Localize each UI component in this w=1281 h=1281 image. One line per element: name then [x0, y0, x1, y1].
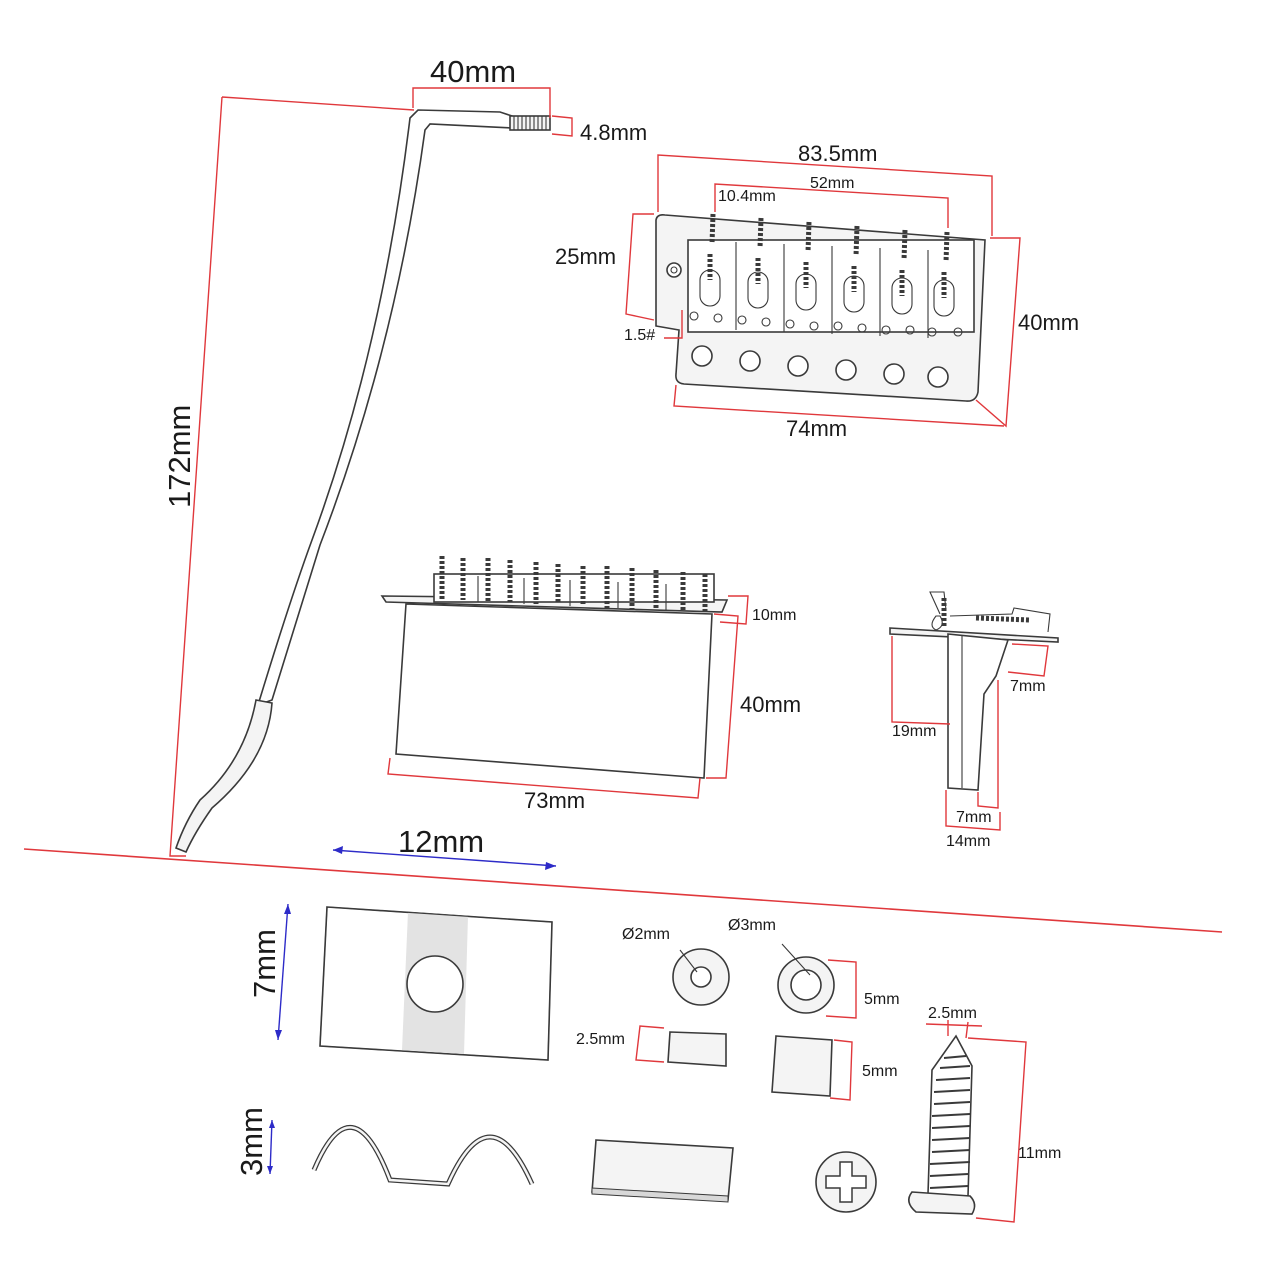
spacer-large-dimension [829, 1039, 853, 1101]
side-offset-label: 7mm [1010, 678, 1046, 695]
washer-height-label: 5mm [864, 991, 900, 1008]
plate-dimensions [267, 846, 557, 1175]
screw-head-label: 2.5mm [928, 1005, 977, 1022]
wood-screw [908, 1034, 976, 1215]
bridge-span-label: 52mm [810, 175, 854, 192]
screw-head-icon [815, 1151, 877, 1213]
side-view-dimensions [891, 636, 1049, 831]
arm-width-label: 40mm [430, 54, 516, 89]
saddle-screws-front [439, 556, 708, 612]
bridge-top-dimensions [625, 154, 1021, 428]
washer-large [777, 943, 835, 1014]
bridge-width-label: 83.5mm [798, 141, 877, 166]
arm-length-label: 172mm [162, 405, 197, 508]
bridge-height-label: 25mm [555, 244, 616, 269]
arm-dimensions [169, 87, 573, 857]
spacer-small [667, 1031, 727, 1067]
block-height-label: 40mm [740, 692, 801, 717]
arm-thread-label: 4.8mm [580, 120, 647, 145]
section-divider [23, 848, 1223, 933]
block-width-label: 73mm [524, 788, 585, 813]
string-holes [691, 345, 949, 388]
bridge-block-dimensions [387, 595, 749, 799]
side-bottom-small-label: 7mm [956, 809, 992, 826]
tremolo-block-insert [591, 1139, 734, 1203]
bridge-base-label: 74mm [786, 416, 847, 441]
plate-height-label: 7mm [247, 929, 282, 998]
saddle-row [687, 213, 975, 338]
washer-height-dimension [825, 959, 857, 1019]
spacer-large-label: 5mm [862, 1063, 898, 1080]
spacer-small-label: 2.5mm [576, 1031, 625, 1048]
washer-small-label: Ø2mm [622, 926, 670, 943]
bridge-depth-label: 40mm [1018, 310, 1079, 335]
washer-small [672, 948, 730, 1006]
spacer-large [771, 1035, 833, 1097]
washer-large-label: Ø3mm [728, 917, 776, 934]
arm-thread [509, 115, 551, 131]
bridge-top-view [655, 213, 986, 402]
saddle-spacing-label: 10.4mm [718, 188, 776, 205]
bridge-block-view [380, 556, 729, 779]
spring-height-label: 3mm [234, 1107, 269, 1176]
wave-spring [311, 1124, 535, 1187]
spacer-small-dimension [635, 1025, 665, 1063]
tremolo-arm [174, 109, 551, 854]
claw-plate [319, 906, 553, 1061]
block-top-height-label: 10mm [752, 607, 796, 624]
screw-dimensions [925, 1020, 1027, 1223]
side-bottom-label: 14mm [946, 833, 990, 850]
plate-width-label: 12mm [398, 824, 484, 859]
bridge-side-view [889, 591, 1059, 791]
hex-key-label: 1.5# [624, 327, 655, 344]
screw-length-label: 11mm [1018, 1145, 1061, 1162]
side-depth-label: 19mm [892, 723, 936, 740]
